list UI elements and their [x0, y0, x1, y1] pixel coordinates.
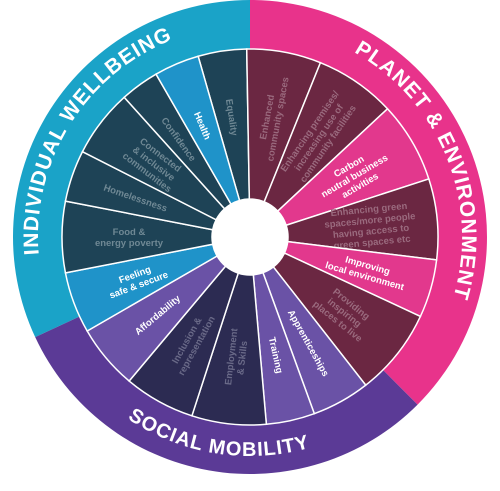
segment-label-line: Food &	[113, 227, 146, 238]
center-hole	[212, 199, 288, 275]
segment-label-enhancing-green-spaces-more-people-having-access-to-green-spaces-etc: Enhancing greenspaces/more peoplehaving …	[323, 200, 418, 253]
segment-label-line: & Skills	[235, 340, 250, 375]
segment-label-line: energy poverty	[95, 238, 164, 249]
segment-label-employment-and-skills: Employment& Skills	[223, 327, 251, 387]
outer-ring-individual-wellbeing-band	[12, 0, 250, 338]
outer-ring-social-mobility-band	[35, 316, 418, 474]
segment-label-connected-and-inclusive-communities: Connected& inclusivecommunities	[120, 133, 187, 195]
outer-ring-planet-and-environment-band	[250, 0, 487, 405]
segment-label-equality: Equality	[223, 98, 239, 137]
segment-label-food-and-energy-poverty: Food &energy poverty	[95, 227, 164, 249]
segment-label-line: Equality	[223, 98, 239, 137]
